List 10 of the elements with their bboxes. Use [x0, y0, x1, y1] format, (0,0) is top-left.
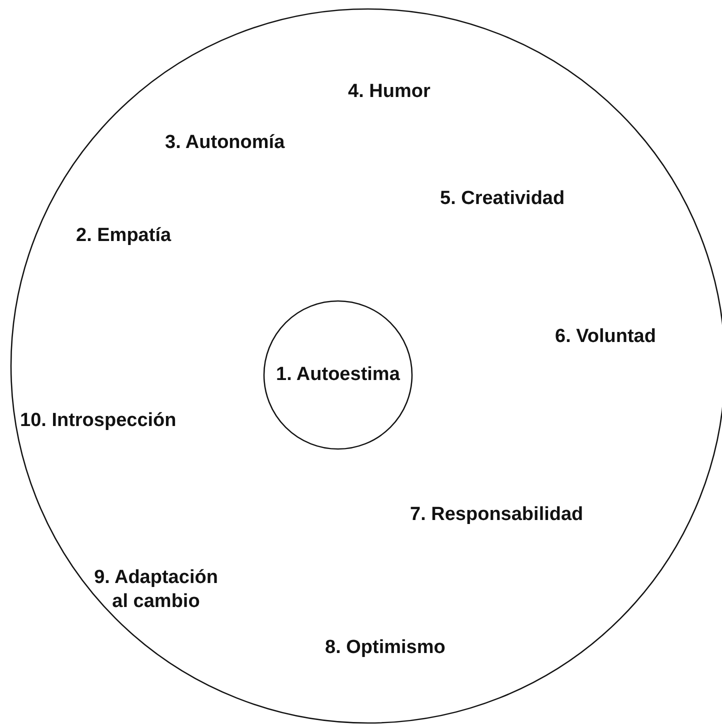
- trait-label: 4. Humor: [348, 80, 430, 104]
- trait-label: 5. Creatividad: [440, 187, 565, 211]
- trait-label: 9. Adaptación al cambio: [93, 566, 219, 614]
- trait-label: 7. Responsabilidad: [410, 503, 584, 527]
- trait-label: 3. Autonomía: [165, 131, 285, 155]
- center-label: 1. Autoestima: [276, 364, 400, 386]
- trait-label: 8. Optimismo: [325, 636, 446, 660]
- trait-label: 10. Introspección: [20, 409, 176, 433]
- trait-label: 2. Empatía: [76, 224, 172, 248]
- trait-label: 6. Voluntad: [555, 325, 656, 349]
